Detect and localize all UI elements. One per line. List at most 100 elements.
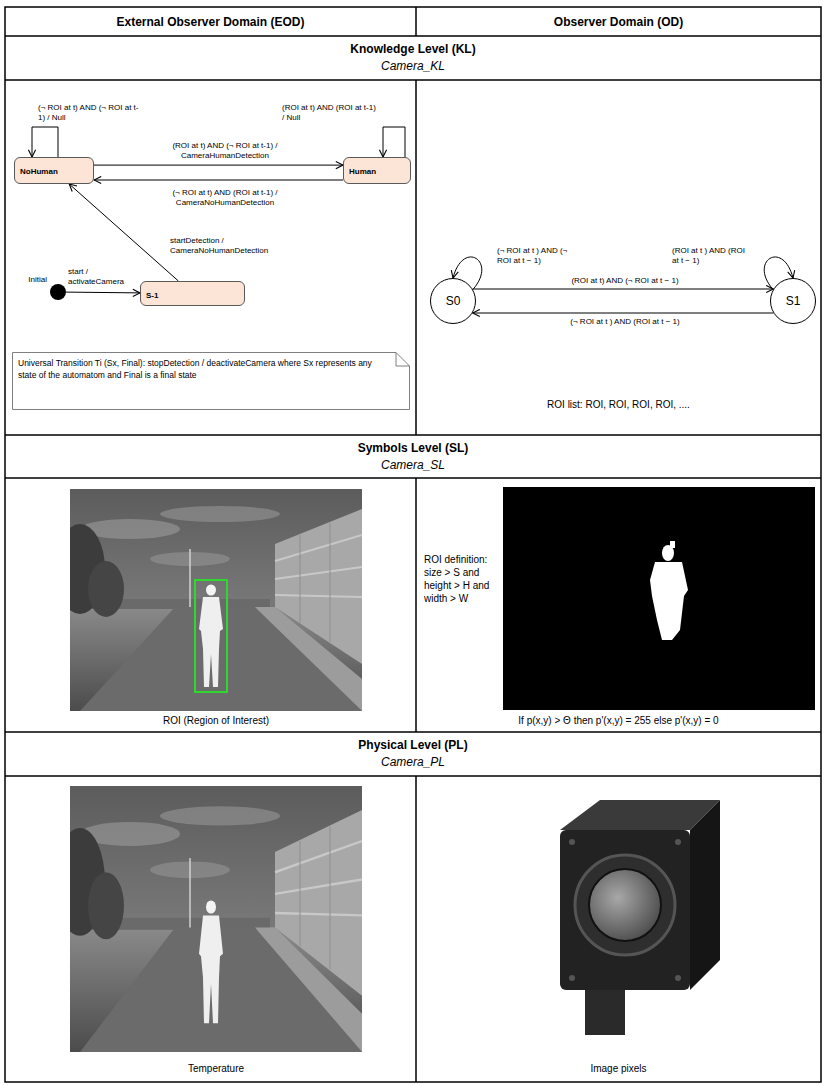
thermal-scene <box>55 489 362 711</box>
transition-label-box: (ROI at t ) AND (ROI at t − 1) <box>672 246 752 266</box>
state-box: S-1 <box>140 281 245 306</box>
note-box: Universal Transition Ti (Sx, Final): sto… <box>12 352 410 410</box>
image-caption: Image pixels <box>590 1063 646 1074</box>
list-note: ROI list: ROI, ROI, ROI, ROI, .... <box>547 399 690 410</box>
lens-ring <box>575 855 675 955</box>
transition-label: (¬ ROI at t) AND (¬ ROI at t-1) / Null <box>38 103 138 122</box>
transition-label: (¬ ROI at t) AND (ROI at t-1) / CameraNo… <box>172 188 277 207</box>
row-line <box>5 434 821 436</box>
thermal-image-temperature <box>55 786 362 1052</box>
row-line <box>5 35 821 37</box>
binary-background <box>503 487 815 710</box>
node-text: S1 <box>786 294 801 308</box>
transition-label: (ROI at t) AND (¬ ROI at t-1) / CameraHu… <box>172 141 277 160</box>
camera-side <box>690 800 720 990</box>
node-text: Symbols Level (SL) <box>358 440 469 457</box>
node-text: Camera_SL <box>381 457 445 474</box>
row-line <box>5 79 821 81</box>
thermal-scene <box>55 786 362 1052</box>
row-line <box>5 731 821 733</box>
image-caption-box: Image pixels <box>416 1062 821 1075</box>
node-text: S-1 <box>146 291 158 301</box>
row-line <box>5 477 821 479</box>
column-line <box>415 776 417 1082</box>
transition-label-box: (ROI at t) AND (¬ ROI at t-1) / CameraHu… <box>145 141 305 161</box>
node-text: Human <box>349 167 376 177</box>
initial-state: Initial <box>50 284 66 300</box>
state-circle: S0 <box>430 278 476 324</box>
transition-arrow <box>473 313 774 314</box>
transition-label: (ROI at t ) AND (ROI at t − 1) <box>672 246 745 265</box>
state-box: Human <box>343 157 411 184</box>
transition-label-box: startDetection / CameraNoHumanDetection <box>170 236 305 256</box>
node-text: Universal Transition Ti (Sx, Final): sto… <box>18 357 392 381</box>
transition-arrow <box>383 127 405 157</box>
lens <box>589 869 661 941</box>
image-caption-box: Temperature <box>70 1062 362 1075</box>
definition-note: ROI definition: size > S and height > H … <box>424 554 489 604</box>
screw <box>675 839 681 845</box>
level-band: Symbols Level (SL)Camera_SL <box>5 435 821 478</box>
level-band: Knowledge Level (KL)Camera_KL <box>5 36 821 80</box>
image-caption: Temperature <box>188 1063 244 1074</box>
transition-label-box: (ROI at t) AND (ROI at t-1) / Null <box>282 103 377 123</box>
image-caption-box: ROI (Region of Interest) <box>70 714 362 727</box>
thermal-camera <box>560 800 720 1035</box>
binary-blob <box>650 562 688 640</box>
column-line <box>415 80 417 435</box>
node-text: External Observer Domain (EOD) <box>116 15 304 29</box>
transition-label: start / activateCamera <box>68 267 124 286</box>
state-box: NoHuman <box>14 157 94 184</box>
transition-label-box: (¬ ROI at t) AND (ROI at t-1) / CameraNo… <box>145 188 305 208</box>
transition-label: (ROI at t) AND (ROI at t-1) / Null <box>282 103 376 122</box>
transition-label-box: (¬ ROI at t ) AND (¬ ROI at t − 1) <box>497 246 579 266</box>
binary-blob <box>670 541 675 548</box>
level-band: Physical Level (PL)Camera_PL <box>5 732 821 776</box>
row-line <box>5 775 821 777</box>
transition-label-box: (¬ ROI at t ) AND (ROI at t − 1) <box>500 317 750 327</box>
transition-arrow <box>94 165 343 166</box>
transition-arrow <box>94 180 343 181</box>
node-text: NoHuman <box>20 167 58 177</box>
screw <box>675 975 681 981</box>
formula-caption-box: If p(x,y) > Θ then p'(x,y) = 255 else p'… <box>416 714 821 727</box>
column-line <box>415 478 417 732</box>
roi-box <box>195 580 227 692</box>
column-line <box>415 7 417 36</box>
table-border <box>5 7 821 1082</box>
transition-label-box: start / activateCamera <box>68 267 138 287</box>
note-fold <box>396 353 410 367</box>
node-text: Observer Domain (OD) <box>554 15 683 29</box>
transition-label-box: (ROI at t) AND (¬ ROI at t − 1) <box>500 276 750 286</box>
thermal-image-roi <box>55 489 362 711</box>
node-text: Knowledge Level (KL) <box>350 41 475 58</box>
node-text: Physical Level (PL) <box>358 737 467 754</box>
column-header: Observer Domain (OD) <box>416 7 821 36</box>
transition-label: startDetection / CameraNoHumanDetection <box>170 236 268 255</box>
transition-arrow <box>66 292 140 294</box>
column-header: External Observer Domain (EOD) <box>5 7 416 36</box>
transition-label: (ROI at t) AND (¬ ROI at t − 1) <box>571 276 678 285</box>
transition-arrow <box>32 127 58 157</box>
transition-arrow <box>473 289 774 290</box>
camera-front <box>560 830 690 990</box>
camera-mount <box>585 990 625 1035</box>
binary-image <box>503 487 815 710</box>
note-border <box>13 353 410 410</box>
node-text: Camera_KL <box>381 58 445 75</box>
node-text: Camera_PL <box>381 754 445 771</box>
definition-note-box: ROI definition: size > S and height > H … <box>424 553 502 605</box>
transition-label: (¬ ROI at t ) AND (¬ ROI at t − 1) <box>497 246 567 265</box>
transition-label: (¬ ROI at t ) AND (ROI at t − 1) <box>570 317 679 326</box>
node-text: Initial <box>28 275 47 285</box>
state-circle: S1 <box>770 278 816 324</box>
transition-label-box: (¬ ROI at t) AND (¬ ROI at t-1) / Null <box>38 103 143 123</box>
node-text: S0 <box>446 294 461 308</box>
screw <box>569 839 575 845</box>
image-caption: ROI (Region of Interest) <box>163 715 269 726</box>
table-grid <box>5 7 821 1082</box>
formula-caption: If p(x,y) > Θ then p'(x,y) = 255 else p'… <box>518 715 718 726</box>
